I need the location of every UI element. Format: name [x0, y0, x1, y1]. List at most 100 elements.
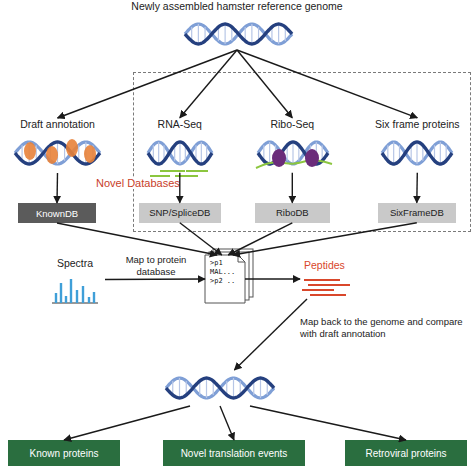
node-text: SixFrameDB — [390, 207, 444, 218]
peptide-line — [310, 294, 346, 296]
spectrum-peak — [70, 279, 72, 303]
node-text: Peptides — [300, 259, 370, 271]
dna-rung — [316, 142, 317, 164]
dna-rung — [225, 24, 226, 44]
ribosome — [272, 149, 286, 167]
data-source: Six frame proteins — [370, 118, 465, 173]
dna-rung — [179, 378, 180, 398]
flow-arrow — [105, 278, 205, 280]
dna-rung — [298, 145, 299, 161]
spectrum-peak — [93, 292, 95, 303]
genome-illustration — [160, 370, 280, 406]
dna-rung — [21, 145, 22, 161]
dna-rung — [226, 381, 227, 395]
spectra-axis — [52, 303, 98, 304]
peptides-node: Peptides — [300, 259, 370, 299]
sequencing-read — [186, 170, 208, 172]
database-box: SNP/SpliceDB — [139, 203, 221, 223]
peptide-lines — [302, 280, 350, 295]
flow-arrow — [233, 223, 417, 255]
node-text: RiboDB — [276, 207, 309, 218]
dna-rung — [422, 145, 423, 161]
database-box: KnownDB — [18, 203, 96, 223]
spectrum-peak — [82, 286, 84, 303]
dna-rung — [253, 381, 254, 395]
node-text: Newly assembled hamster reference genome — [117, 0, 357, 13]
dna-rung — [322, 145, 323, 161]
database-box: SixFrameDB — [378, 203, 456, 223]
dna-rung — [271, 27, 272, 41]
node-text: Known proteins — [30, 448, 99, 459]
result-box: Retroviral proteins — [345, 440, 467, 466]
dna-rung — [153, 145, 154, 161]
dna-rung — [57, 142, 58, 164]
dna-rung — [251, 24, 252, 44]
dna-rung — [172, 381, 173, 395]
dna-rung — [292, 142, 293, 164]
annotation-feature — [24, 142, 36, 160]
dna-rung — [245, 27, 246, 41]
edge-label: Map to protein database — [110, 254, 202, 278]
flow-arrow — [237, 50, 292, 118]
flow-arrow — [58, 50, 238, 118]
peptide-line — [304, 279, 340, 281]
annotation-feature — [66, 139, 78, 157]
dna-rung — [64, 145, 65, 161]
dna-rung — [179, 142, 180, 164]
flow-arrow — [180, 50, 237, 118]
flow-arrow — [64, 406, 190, 440]
dna-strand — [15, 142, 100, 164]
flow-arrow — [220, 406, 234, 440]
flow-arrow — [56, 173, 58, 203]
flow-arrow — [57, 223, 217, 255]
node-text: Ribo-Seq — [250, 118, 335, 131]
dna-rung — [275, 145, 276, 161]
dna-rung — [191, 27, 192, 41]
dna-rung — [204, 27, 205, 41]
dna-rung — [258, 27, 259, 41]
peptide-line — [308, 284, 350, 286]
document-icon — [205, 249, 253, 303]
flow-arrow — [416, 173, 418, 203]
node-text: >p1 MAL... >p2 .. — [205, 255, 239, 286]
dna-rung — [231, 27, 232, 41]
dna-strand — [258, 142, 328, 164]
spectrum-peak — [76, 290, 78, 303]
result-box: Novel translation events — [163, 440, 305, 466]
flow-arrow — [180, 223, 222, 255]
spectra-icon — [52, 279, 98, 303]
dna-strand — [185, 24, 292, 44]
spectrum-peak — [55, 293, 57, 303]
data-source: RNA-Seq — [140, 118, 220, 173]
spectra-node: Spectra — [45, 257, 105, 302]
dna-rung — [92, 145, 93, 161]
mrna-strand — [256, 160, 332, 168]
dna-rung — [287, 145, 288, 161]
document-page — [205, 255, 245, 303]
result-box: Known proteins — [8, 440, 120, 466]
edge-label: Map back to the genome and compare with … — [300, 316, 465, 340]
dna-rung — [267, 381, 268, 395]
annotation-feature — [46, 146, 58, 164]
dna-rung — [198, 24, 199, 44]
dna-strand — [185, 24, 292, 44]
dna-rung — [387, 145, 388, 161]
dna-rung — [206, 145, 207, 161]
dna-strand — [382, 142, 452, 164]
flow-arrow — [234, 299, 307, 370]
dna-rung — [158, 142, 159, 164]
dna-rung — [434, 145, 435, 161]
dna-helix — [15, 139, 100, 164]
data-source: Draft annotation — [10, 118, 105, 173]
node-text: Retroviral proteins — [365, 448, 446, 459]
dna-rung — [163, 145, 164, 161]
spectrum-peak — [88, 297, 90, 303]
page-fold — [238, 255, 245, 262]
node-text: Six frame proteins — [370, 118, 465, 131]
data-source: Ribo-Seq — [250, 118, 335, 173]
dna-helix — [148, 142, 212, 176]
dna-strand — [166, 378, 274, 398]
